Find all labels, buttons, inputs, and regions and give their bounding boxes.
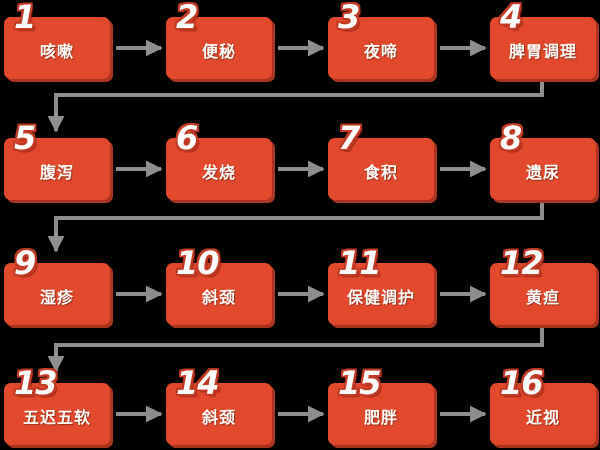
node-label: 夜啼: [363, 43, 398, 61]
node-number: 4: [500, 0, 522, 36]
node-number: 1: [14, 0, 36, 36]
node-number: 10: [176, 244, 220, 282]
node-number: 6: [176, 119, 198, 157]
node-label: 发烧: [201, 164, 236, 182]
node-label: 食积: [363, 164, 398, 182]
node-label: 腹泻: [39, 164, 74, 182]
connector-8-9: [47, 199, 544, 253]
node-label: 肥胖: [363, 409, 398, 427]
node-number: 15: [338, 364, 382, 402]
node-number: 8: [500, 119, 522, 157]
flow-node-10[interactable]: 10 斜颈: [166, 247, 272, 325]
connector-12-13: [47, 324, 544, 373]
node-label: 斜颈: [201, 289, 236, 307]
flow-node-14[interactable]: 14 斜颈: [166, 367, 272, 445]
flow-node-16[interactable]: 16 近视: [490, 367, 596, 445]
node-number: 13: [14, 364, 58, 402]
flow-node-12[interactable]: 12 黄疸: [490, 247, 596, 325]
node-number: 5: [14, 119, 36, 157]
node-label: 黄疸: [525, 289, 560, 307]
node-number: 2: [176, 0, 198, 36]
flow-node-15[interactable]: 15 肥胖: [328, 367, 434, 445]
node-number: 3: [338, 0, 360, 36]
node-number: 9: [14, 244, 36, 282]
connector-4-5: [47, 78, 544, 133]
node-number: 12: [500, 244, 544, 282]
node-label: 便秘: [201, 43, 236, 61]
flow-node-13[interactable]: 13 五迟五软: [4, 367, 110, 445]
node-label: 斜颈: [201, 409, 236, 427]
node-label: 湿疹: [39, 289, 74, 307]
node-label: 保健调护: [346, 289, 415, 307]
flow-node-4[interactable]: 4 脾胃调理: [490, 1, 596, 79]
node-label: 近视: [525, 409, 560, 427]
node-label: 咳嗽: [39, 43, 74, 61]
node-label: 遗尿: [525, 164, 560, 182]
node-label: 脾胃调理: [508, 43, 577, 61]
node-label: 五迟五软: [22, 409, 91, 427]
node-number: 11: [338, 244, 382, 282]
node-number: 7: [338, 119, 360, 157]
node-number: 16: [500, 364, 544, 402]
node-number: 14: [176, 364, 220, 402]
flow-node-11[interactable]: 11 保健调护: [328, 247, 434, 325]
